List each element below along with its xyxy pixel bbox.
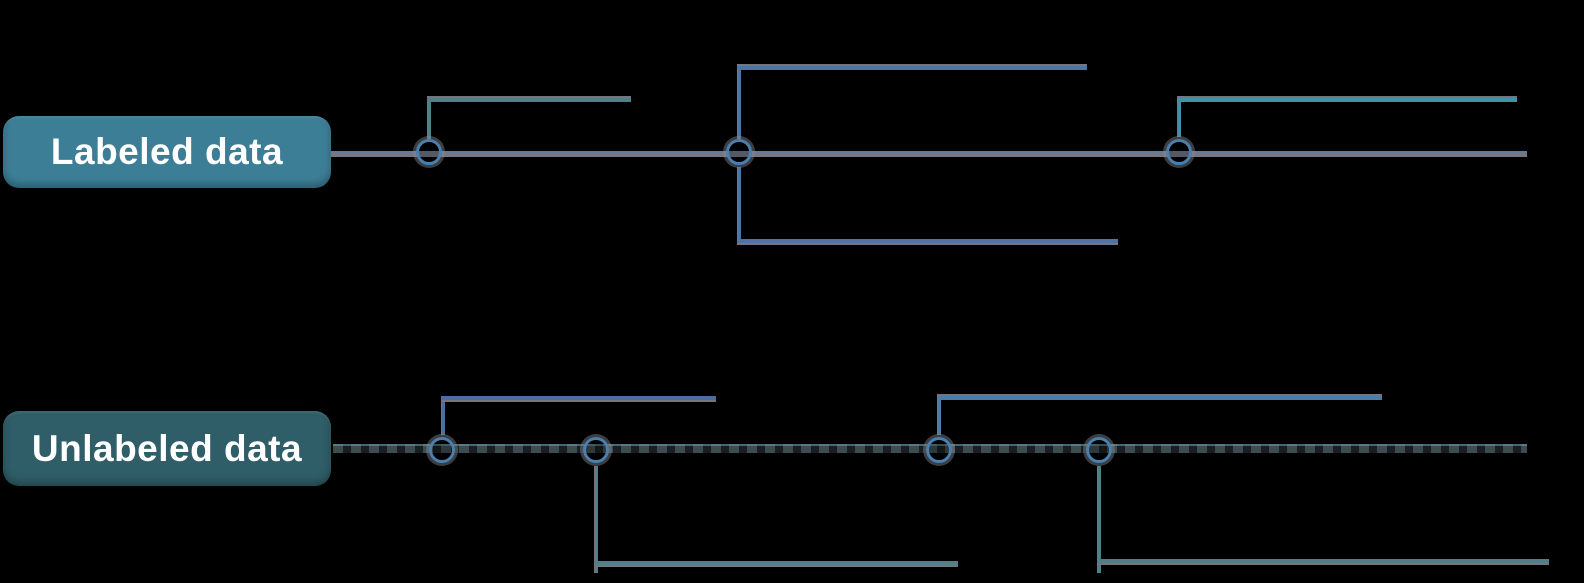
milestone-marker [726, 139, 752, 165]
connector-vertical [427, 99, 431, 139]
milestone-marker [416, 139, 442, 165]
connector-horizontal [427, 96, 631, 102]
connector-horizontal [441, 396, 716, 402]
milestone-marker [429, 437, 455, 463]
milestone-marker [1166, 139, 1192, 165]
labeled-timeline-line [331, 151, 1527, 157]
unlabeled-data-label: Unlabeled data [31, 427, 303, 469]
connector-vertical [1177, 99, 1181, 137]
connector-horizontal [1097, 559, 1549, 565]
connector-vertical [937, 399, 941, 435]
connector-vertical [594, 466, 598, 573]
connector-horizontal [737, 64, 1087, 70]
milestone-marker [1086, 437, 1112, 463]
connector-horizontal [737, 239, 1118, 245]
milestone-marker [583, 437, 609, 463]
connector-horizontal [594, 561, 958, 567]
connector-vertical [737, 67, 741, 139]
milestone-marker [926, 437, 952, 463]
connector-vertical [737, 167, 741, 244]
connector-vertical [441, 400, 445, 435]
connector-vertical [1097, 466, 1101, 573]
connector-horizontal [1177, 96, 1517, 102]
unlabeled-data-badge: Unlabeled data [3, 411, 331, 486]
connector-horizontal [937, 394, 1382, 400]
labeled-data-badge: Labeled data [3, 116, 331, 188]
labeled-data-label: Labeled data [50, 131, 284, 172]
